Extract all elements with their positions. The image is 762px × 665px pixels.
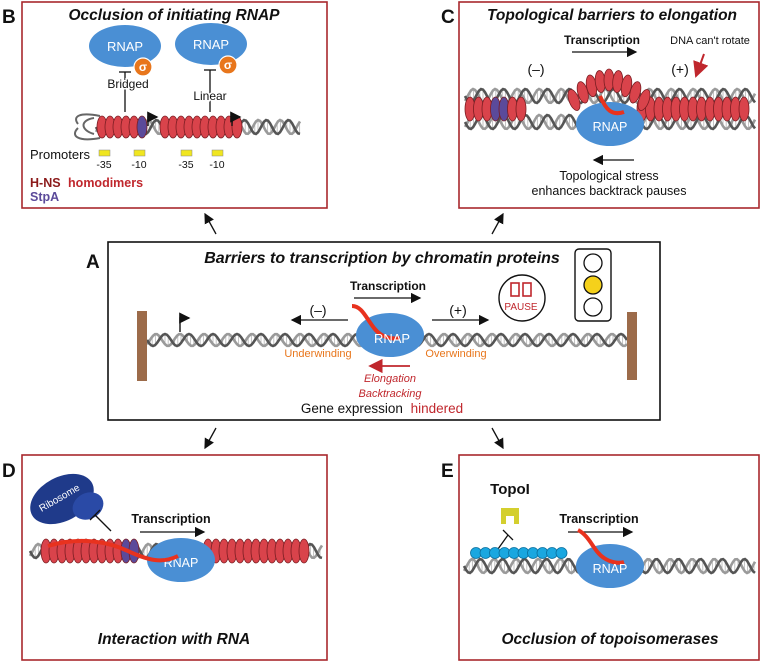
hns-dimer [298, 538, 310, 564]
promoter-minus10: -10 [131, 159, 146, 171]
positive-supercoil-label: (+) [671, 61, 689, 77]
rnap-label: RNAP [593, 120, 628, 134]
traffic-light-icon [574, 248, 612, 322]
dna-cant-rotate-arrow [693, 53, 709, 78]
promoter-box [98, 149, 111, 157]
sigma-factor: σ [139, 60, 147, 74]
promoter-arrows-b [147, 111, 242, 126]
promoter-minus35: -35 [96, 159, 111, 171]
panel-d-frame [21, 454, 328, 661]
hns-dimer [637, 89, 651, 111]
pause-label: PAUSE [504, 302, 537, 313]
panel-a-letter: A [86, 252, 100, 273]
topoisomerase-label: TopoI [490, 481, 530, 498]
inhibition-bridged [119, 71, 131, 112]
hns-dimer [738, 96, 750, 122]
hns-label: H-NS [30, 176, 61, 190]
stpa-legend: StpA [30, 190, 59, 204]
rnap-linear: RNAP σ [175, 23, 247, 75]
protein-beads [470, 547, 568, 559]
backtrack-pauses-label: enhances backtrack pauses [532, 184, 687, 198]
hns-filament-c [464, 68, 750, 122]
rna-transcript [47, 538, 179, 563]
panel-c-title: Topological barriers to elongation [487, 7, 737, 24]
rnap-label: RNAP [107, 39, 143, 54]
transcription-label: Transcription [350, 279, 426, 293]
panel-b-letter: B [2, 7, 16, 28]
hns-filament-b [96, 115, 243, 139]
gene-expression-text: Gene expression [301, 401, 403, 416]
promoters-label: Promoters [30, 147, 90, 162]
topological-stress-label: Topological stress [559, 169, 658, 183]
arrow-a-to-d [204, 427, 217, 450]
bridged-label: Bridged [107, 77, 148, 91]
arrow-a-to-e [491, 427, 504, 450]
panel-b-title: Occlusion of initiating RNAP [69, 7, 281, 24]
pause-sign: PAUSE [498, 274, 546, 322]
negative-supercoil-label: (–) [309, 302, 326, 318]
panel-a-title: Barriers to transcription by chromatin p… [204, 250, 560, 267]
dna-cant-rotate-label: DNA can't rotate [670, 35, 750, 47]
panel-e-letter: E [441, 461, 454, 482]
transcription-label: Transcription [131, 512, 210, 526]
promoter-minus35: -35 [178, 159, 193, 171]
rnap-bridged: RNAP σ [89, 25, 161, 77]
rnap-label: RNAP [374, 331, 410, 346]
transcription-label: Transcription [559, 512, 638, 526]
rnap-label: RNAP [193, 37, 229, 52]
elongation-label: Elongation [364, 373, 416, 385]
backtracking-label: Backtracking [359, 388, 423, 400]
positive-supercoil-label: (+) [449, 302, 467, 318]
rnap-label: RNAP [593, 562, 628, 576]
promoter-arrow-a [179, 312, 191, 332]
overwinding-label: Overwinding [425, 348, 486, 360]
rnap-e: RNAP [576, 528, 644, 588]
pause-icon [510, 282, 520, 297]
promoter-box [133, 149, 146, 157]
rnap-c: RNAP [576, 95, 644, 146]
gene-expression-label: Gene expression hindered [301, 401, 463, 416]
hns-legend: H-NS homodimers [30, 176, 143, 190]
panel-e-title: Occlusion of topoisomerases [501, 631, 718, 648]
panel-d-title: Interaction with RNA [98, 631, 250, 648]
arrow-a-to-c [491, 212, 504, 235]
barrier-wall-right [627, 312, 637, 380]
hns-dimer [136, 115, 148, 139]
panel-b-frame [21, 1, 328, 209]
negative-supercoil-label: (–) [527, 61, 544, 77]
hns-dimer [629, 81, 642, 104]
bridged-dna-loop [74, 113, 101, 141]
ribosome-icon: Ribosome [30, 473, 104, 525]
hns-filament-d [40, 538, 310, 564]
inhibition-ribosome [89, 509, 112, 532]
rnap-a: RNAP [351, 304, 424, 357]
hns-dimer [567, 89, 581, 111]
hns-dimer [515, 96, 527, 122]
panel-c-letter: C [441, 7, 455, 28]
promoter-minus10: -10 [209, 159, 224, 171]
homodimers-label: homodimers [68, 176, 143, 190]
panel-e-frame [458, 454, 760, 661]
arrow-a-to-b [204, 212, 217, 235]
inhibition-topo [497, 529, 514, 550]
promoter-box [180, 149, 193, 157]
panel-c-frame [458, 1, 760, 209]
underwinding-label: Underwinding [284, 348, 351, 360]
linear-label: Linear [193, 89, 226, 103]
topoisomerase-icon [501, 508, 519, 524]
panel-a-frame [107, 241, 661, 421]
hns-dimer [231, 115, 243, 139]
promoter-box [211, 149, 224, 157]
hns-dimer [620, 74, 633, 98]
hindered-text: hindered [411, 401, 464, 416]
protein-bead [555, 547, 568, 559]
panel-d-letter: D [2, 461, 16, 482]
transcription-label: Transcription [564, 33, 640, 47]
sigma-factor: σ [224, 58, 232, 72]
barrier-wall-left [137, 311, 147, 381]
inhibition-linear [204, 69, 216, 112]
